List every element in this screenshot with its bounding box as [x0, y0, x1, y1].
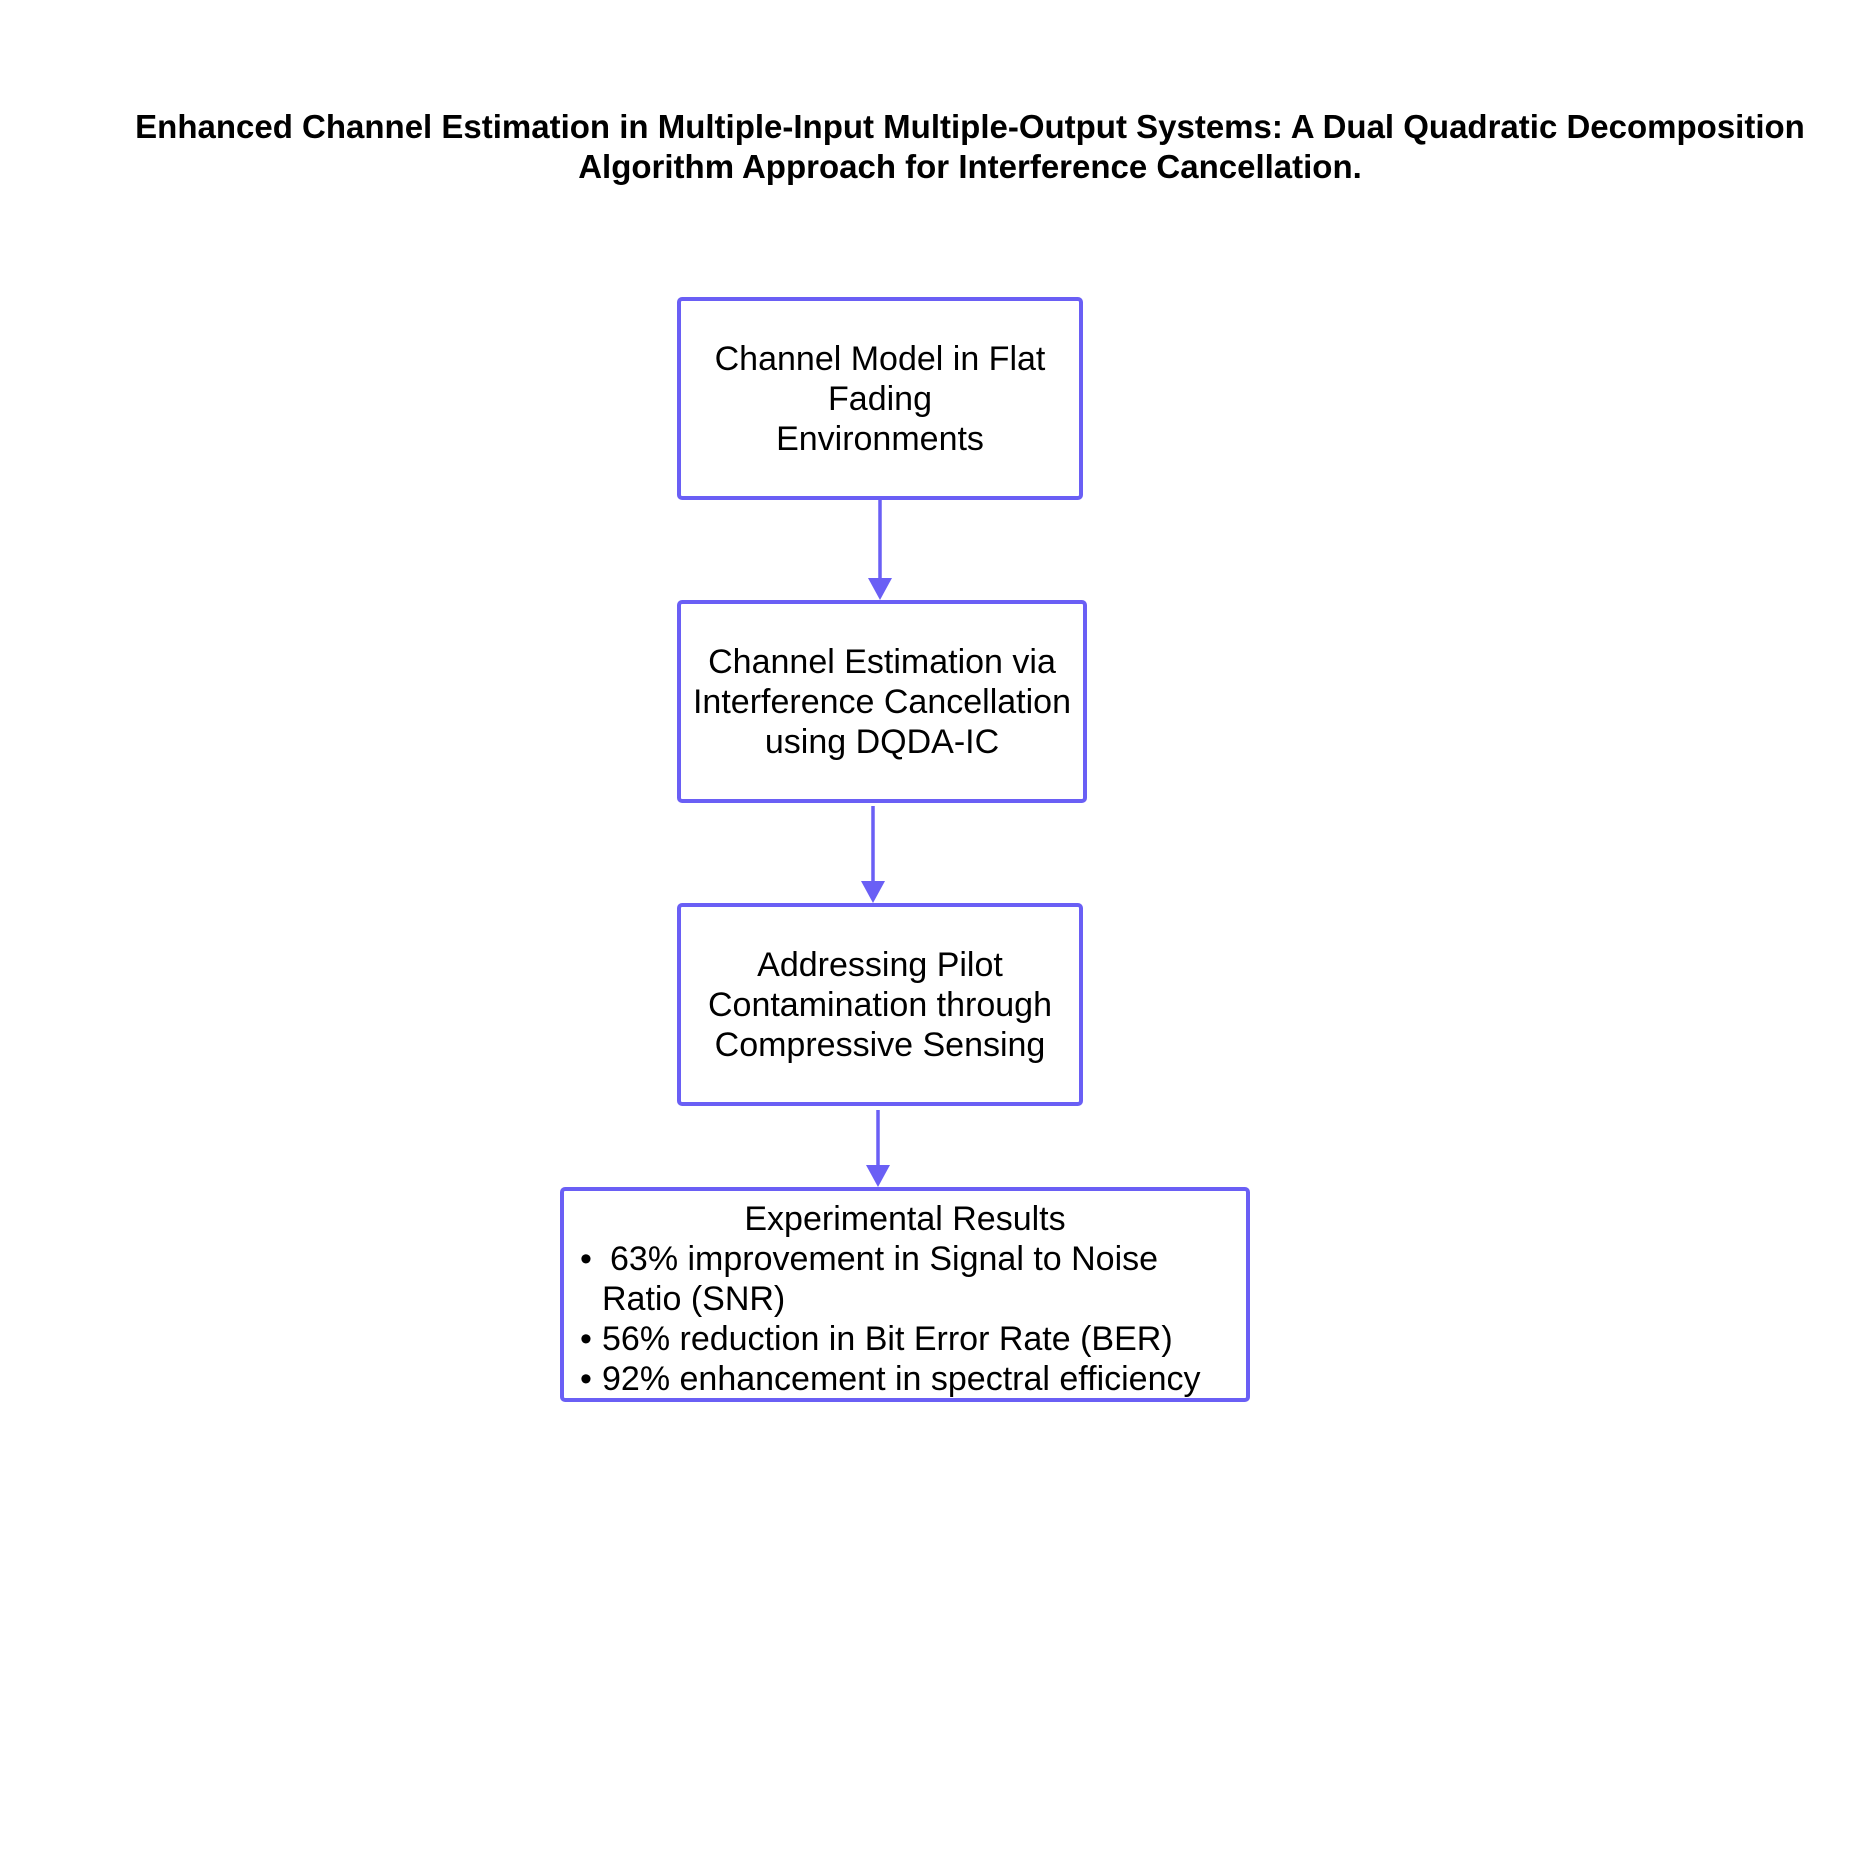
node-pilot-contamination-line-2: Contamination through [707, 985, 1052, 1024]
node-channel-model-line-1: Channel Model in Flat [714, 339, 1046, 378]
arrow-1-head [868, 578, 892, 600]
node-pilot-contamination-line-1: Addressing Pilot [757, 945, 1003, 984]
result-item-snr-text: 63% improvement in Signal to Noise Ratio… [602, 1240, 1159, 1318]
node-channel-model: Channel Model in Flat Fading Environment… [677, 297, 1083, 500]
arrow-1 [868, 500, 892, 600]
node-experimental-results: Experimental Results • 63% improvement i… [560, 1187, 1250, 1402]
arrow-3-head [866, 1165, 890, 1187]
arrow-2 [861, 806, 885, 903]
result-item-ber-text: 56% reduction in Bit Error Rate (BER) [602, 1320, 1173, 1358]
node-pilot-contamination-line-3: Compressive Sensing [714, 1025, 1046, 1064]
bullet-glyph: • [580, 1240, 592, 1278]
node-channel-estimation: Channel Estimation via Interference Canc… [677, 600, 1087, 803]
result-item-spectral-text: 92% enhancement in spectral efficiency [602, 1360, 1201, 1398]
node-channel-model-line-2: Fading [828, 379, 932, 418]
bullet-glyph: • [580, 1360, 592, 1398]
diagram-title: Enhanced Channel Estimation in Multiple-… [100, 107, 1840, 187]
results-list: • 63% improvement in Signal to Noise Rat… [564, 1239, 1246, 1399]
node-channel-estimation-line-3: using DQDA-IC [764, 722, 1000, 761]
results-heading: Experimental Results [744, 1200, 1066, 1238]
node-channel-model-line-3: Environments [776, 419, 984, 458]
node-pilot-contamination: Addressing Pilot Contamination through C… [677, 903, 1083, 1106]
result-item-snr: • 63% improvement in Signal to Noise Rat… [580, 1239, 1246, 1319]
result-item-ber: • 56% reduction in Bit Error Rate (BER) [580, 1319, 1246, 1359]
result-item-spectral: • 92% enhancement in spectral efficiency [580, 1359, 1246, 1399]
node-channel-estimation-line-2: Interference Cancellation [692, 682, 1071, 721]
title-line-1: Enhanced Channel Estimation in Multiple-… [135, 108, 1805, 145]
arrow-2-head [861, 881, 885, 903]
arrow-3 [866, 1110, 890, 1187]
bullet-glyph: • [580, 1320, 592, 1358]
title-line-2: Algorithm Approach for Interference Canc… [578, 148, 1362, 185]
node-channel-estimation-line-1: Channel Estimation via [708, 642, 1056, 681]
